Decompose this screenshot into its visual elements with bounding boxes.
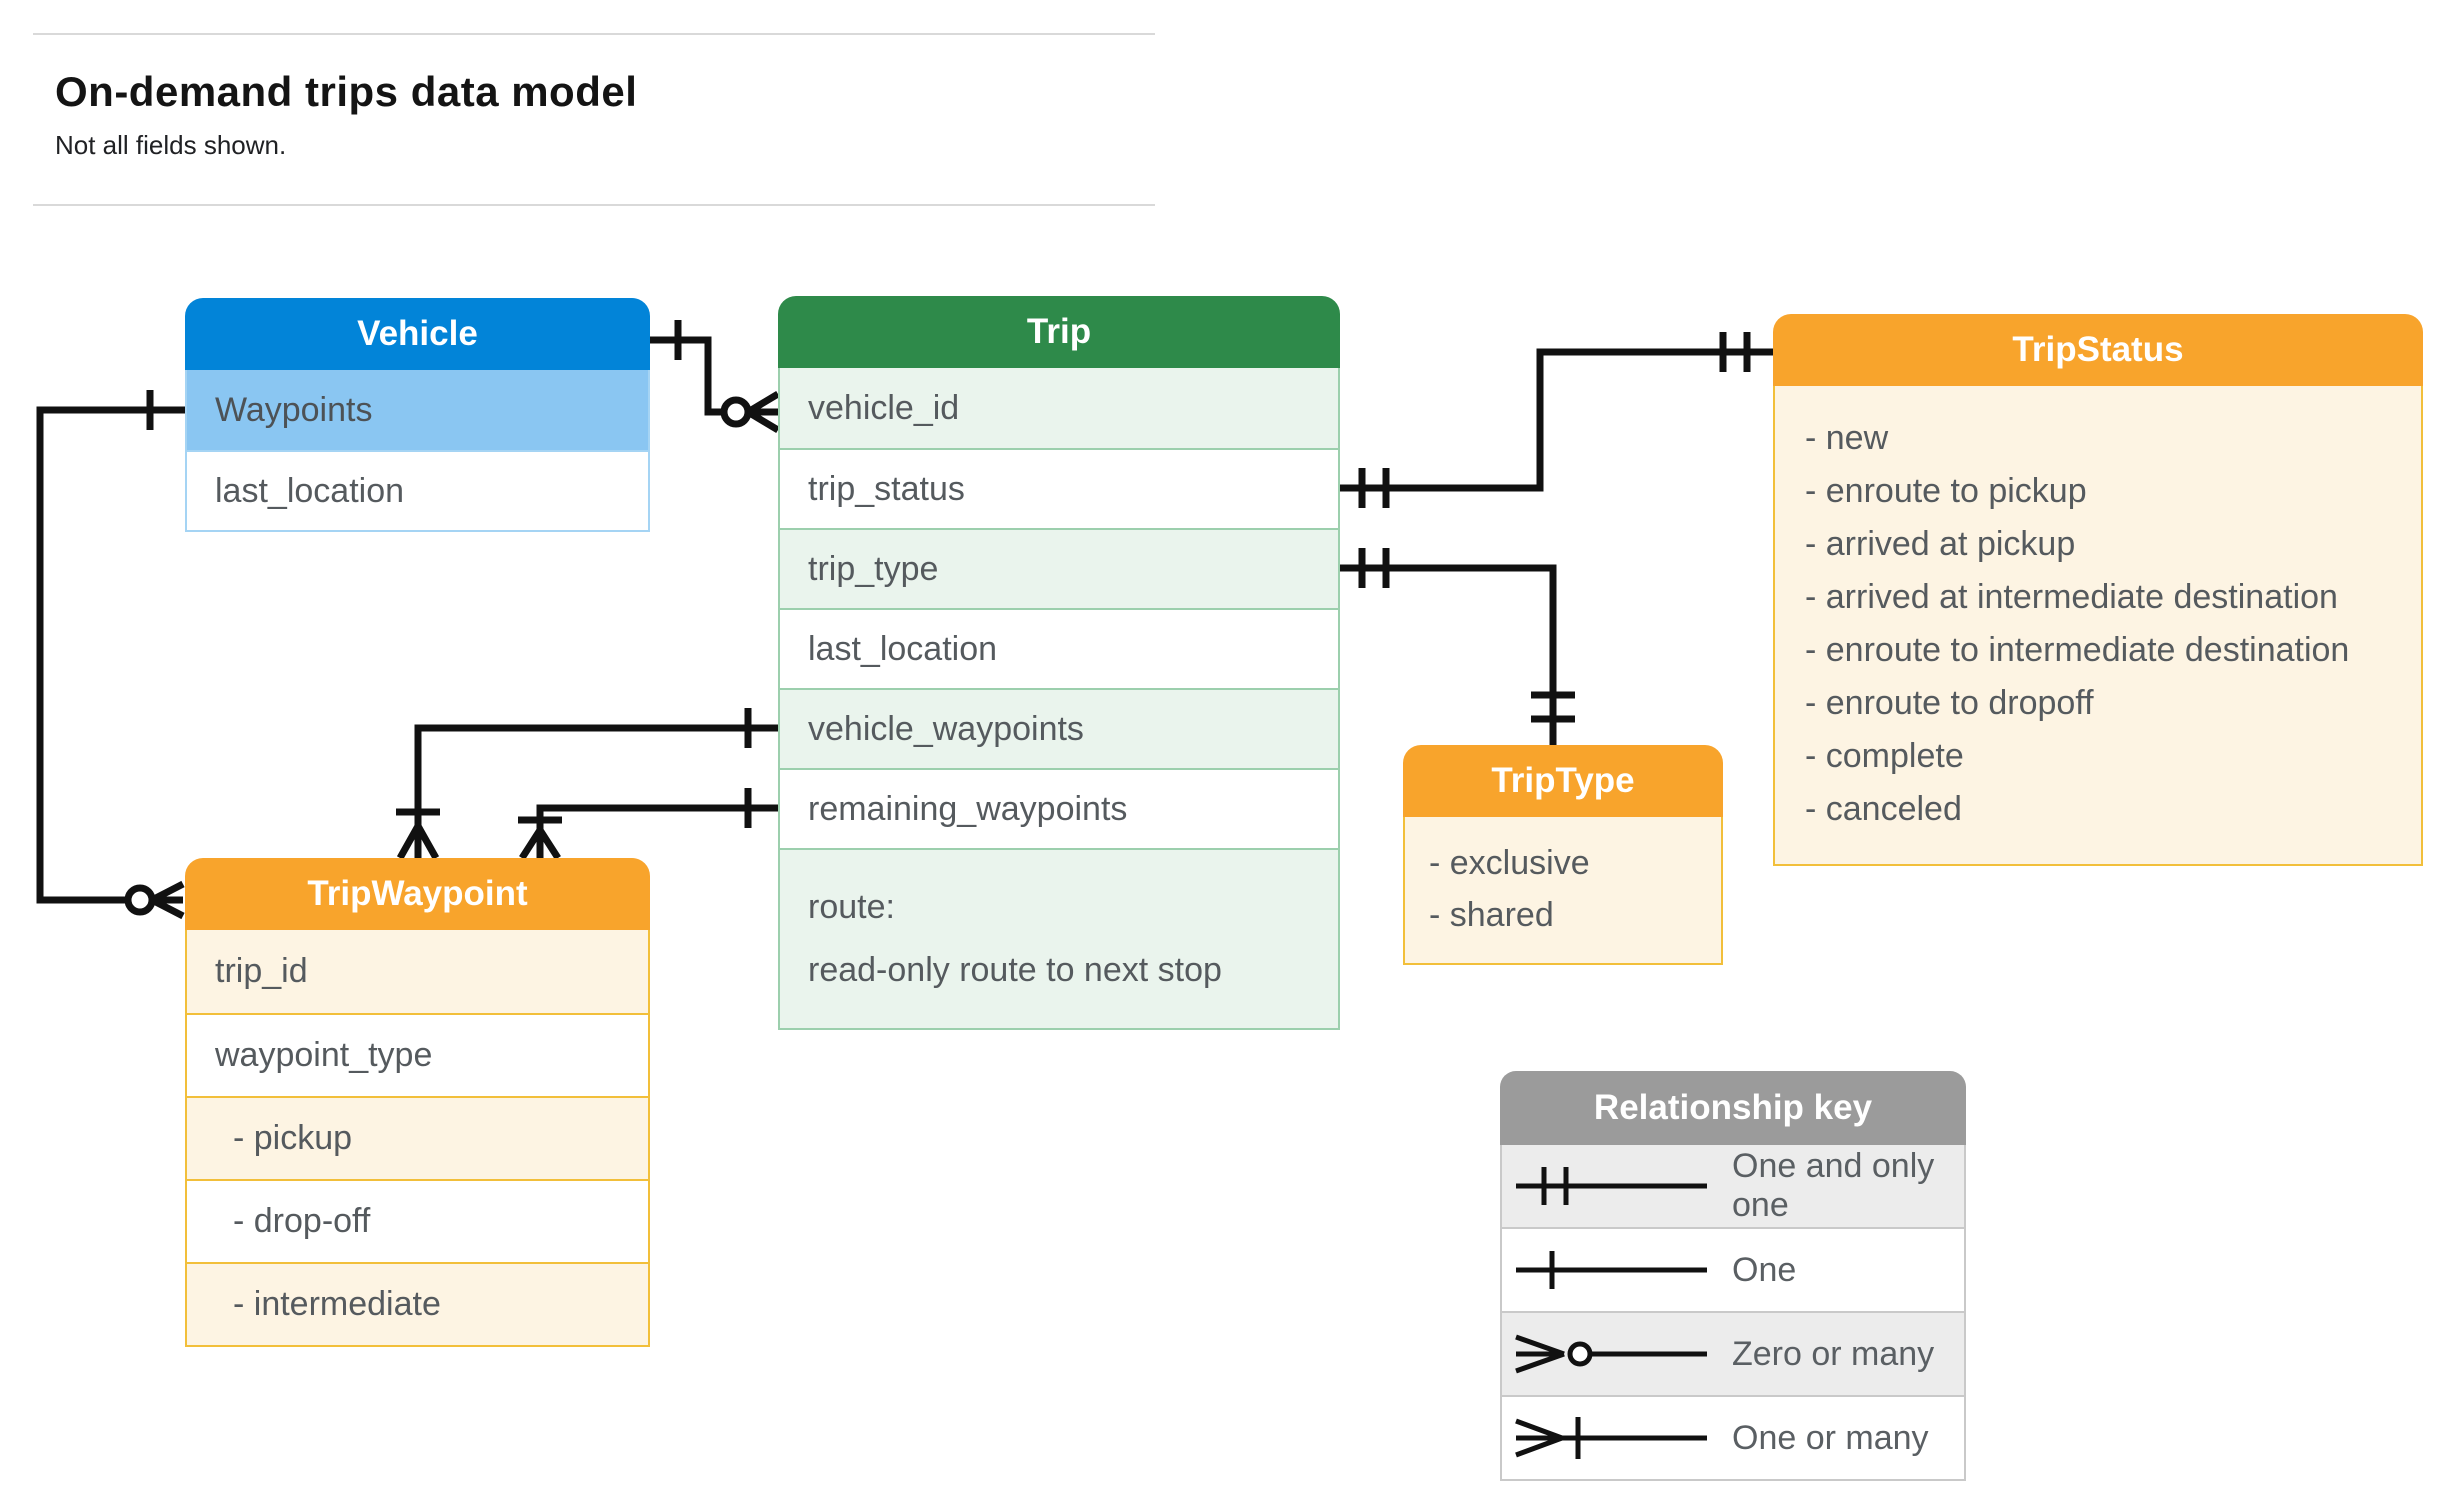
tripstatus-value: - complete (1805, 737, 1964, 775)
entity-tripstatus-body: - new - enroute to pickup - arrived at p… (1773, 386, 2423, 866)
connector-remainingwaypoints-to-tripwaypoint (518, 788, 778, 860)
field-drop-off: - drop-off (187, 1179, 648, 1262)
field-route: route: read-only route to next stop (780, 848, 1338, 1028)
page-subtitle: Not all fields shown. (55, 130, 287, 160)
field-trip-status: trip_status (780, 448, 1338, 528)
one-and-only-one-symbol (1516, 1167, 1707, 1205)
entity-trip-header: Trip (778, 296, 1340, 368)
entity-trip: Trip vehicle_id trip_status trip_type la… (778, 296, 1340, 1030)
legend-row: One (1502, 1227, 1964, 1311)
relationship-key: Relationship key One and only one One Ze… (1500, 1071, 1966, 1481)
connector-trip-to-triptype (1340, 548, 1575, 745)
legend-row: One and only one (1502, 1145, 1964, 1227)
tripstatus-value: - enroute to intermediate destination (1805, 631, 2350, 669)
field-intermediate: - intermediate (187, 1262, 648, 1345)
field-last-location: last_location (187, 450, 648, 530)
entity-tripwaypoint: TripWaypoint trip_id waypoint_type - pic… (185, 858, 650, 1347)
field-route-line1: route: (808, 888, 895, 926)
connector-trip-to-tripstatus (1340, 332, 1773, 508)
entity-triptype: TripType - exclusive - shared (1403, 745, 1723, 965)
one-or-many-symbol (1515, 1417, 1707, 1459)
tripstatus-value: - arrived at pickup (1805, 525, 2076, 563)
title-top-rule (33, 33, 1155, 35)
connector-vehiclewaypoints-to-tripwaypoint (396, 708, 778, 860)
entity-vehicle-header: Vehicle (185, 298, 650, 370)
legend-row: Zero or many (1502, 1311, 1964, 1395)
legend-label: One and only one (1732, 1147, 1935, 1224)
entity-tripstatus: TripStatus - new - enroute to pickup - a… (1773, 314, 2423, 866)
field-waypoint-type: waypoint_type (187, 1013, 648, 1096)
triptype-value: - shared (1429, 895, 1554, 934)
field-trip-id: trip_id (187, 930, 648, 1013)
legend-row: One or many (1502, 1395, 1964, 1479)
crow-foot (519, 828, 561, 860)
legend-label: Zero or many (1732, 1334, 1935, 1373)
entity-triptype-body: - exclusive - shared (1403, 817, 1723, 965)
title-bottom-rule (33, 204, 1155, 206)
crow-foot (150, 880, 185, 920)
one-symbol (1516, 1251, 1707, 1289)
field-vehicle-id: vehicle_id (780, 368, 1338, 448)
crow-foot (396, 824, 440, 860)
connector-waypoints-to-tripwaypoint (36, 390, 185, 920)
triptype-value: - exclusive (1429, 843, 1590, 882)
field-route-line2: read-only route to next stop (808, 951, 1222, 989)
entity-tripstatus-header: TripStatus (1773, 314, 2423, 386)
entity-tripwaypoint-body: trip_id waypoint_type - pickup - drop-of… (185, 930, 650, 1347)
tripstatus-value: - enroute to dropoff (1805, 684, 2094, 722)
field-waypoints: Waypoints (187, 370, 648, 450)
tripstatus-value: - new (1805, 419, 1889, 457)
tripstatus-value: - arrived at intermediate destination (1805, 578, 2338, 616)
entity-vehicle-body: Waypoints last_location (185, 370, 650, 532)
zero-circle (720, 396, 752, 428)
field-pickup: - pickup (187, 1096, 648, 1179)
page-title: On-demand trips data model (55, 68, 638, 115)
connector-vehicle-to-trip (650, 320, 780, 434)
tripstatus-value: - enroute to pickup (1805, 472, 2087, 510)
entity-triptype-header: TripType (1403, 745, 1723, 817)
field-last-location: last_location (780, 608, 1338, 688)
field-vehicle-waypoints: vehicle_waypoints (780, 688, 1338, 768)
entity-tripwaypoint-header: TripWaypoint (185, 858, 650, 930)
legend-label: One (1732, 1250, 1797, 1289)
relationship-key-body: One and only one One Zero or many One or… (1500, 1145, 1966, 1481)
zero-circle (124, 884, 156, 916)
entity-trip-body: vehicle_id trip_status trip_type last_lo… (778, 368, 1340, 1030)
legend-label: One or many (1732, 1418, 1929, 1457)
entity-vehicle: Vehicle Waypoints last_location (185, 298, 650, 532)
field-trip-type: trip_type (780, 528, 1338, 608)
crow-foot (746, 390, 780, 434)
field-remaining-waypoints: remaining_waypoints (780, 768, 1338, 848)
tripstatus-value: - canceled (1805, 790, 1962, 828)
zero-or-many-symbol (1515, 1334, 1707, 1374)
relationship-key-header: Relationship key (1500, 1071, 1966, 1145)
